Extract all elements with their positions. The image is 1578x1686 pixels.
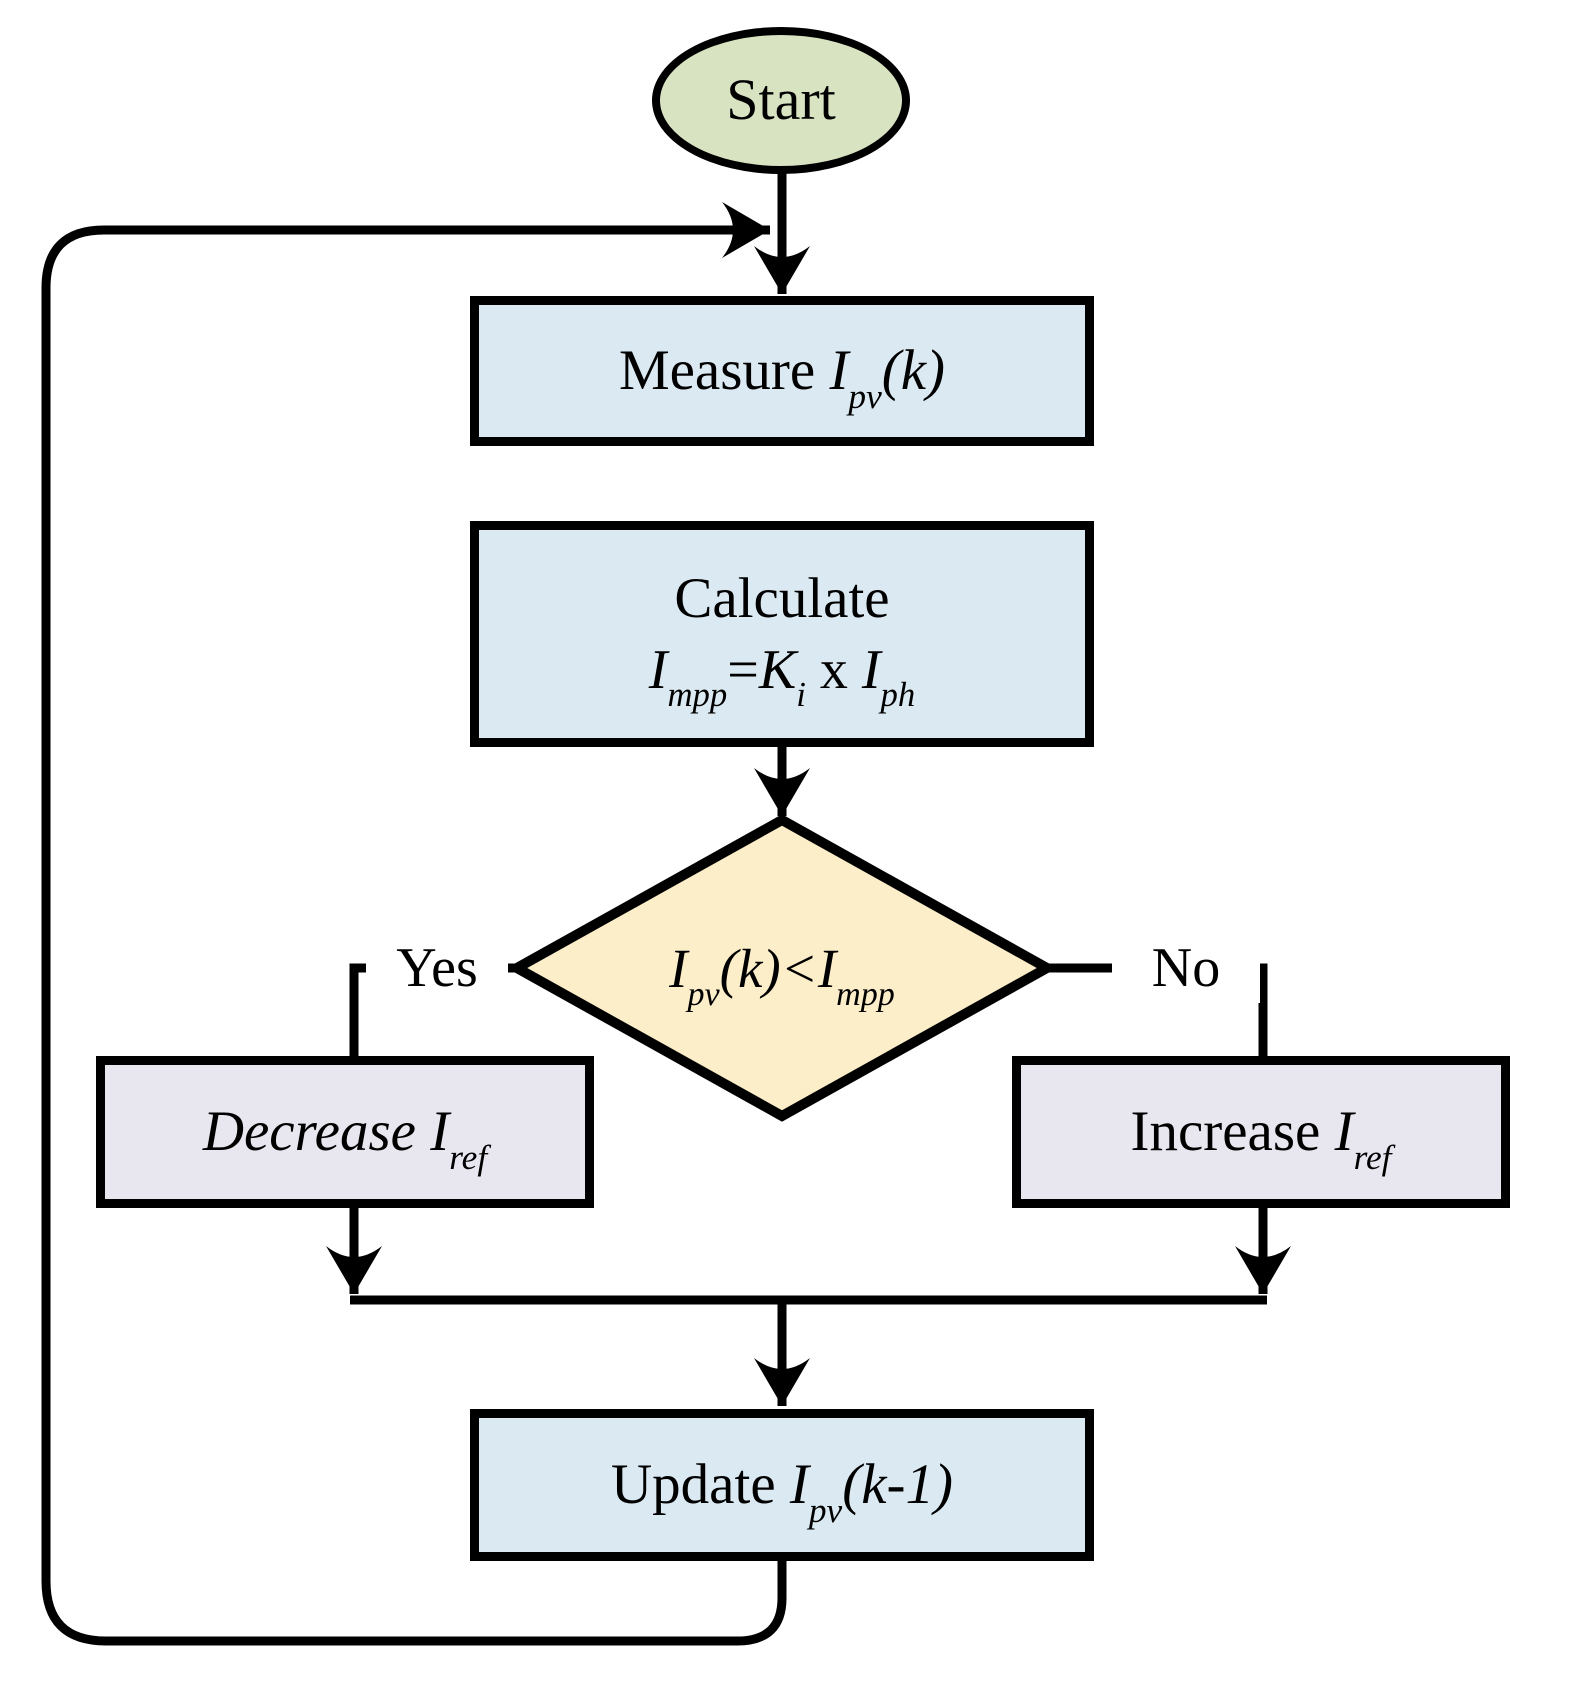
increase-box: Increase Iref (1012, 1056, 1510, 1208)
no-label: No (1112, 933, 1260, 1003)
calculate-title: Calculate (674, 567, 890, 631)
decrease-label: Decrease Iref (202, 1100, 488, 1177)
decision-diamond (506, 814, 1058, 1122)
start-node: Start (652, 27, 910, 174)
decision-label: Ipv(k)<Impp (669, 937, 895, 1013)
update-label: Update Ipv(k-1) (611, 1453, 953, 1530)
increase-label: Increase Iref (1130, 1100, 1392, 1177)
update-box: Update Ipv(k-1) (470, 1409, 1094, 1561)
yes-label: Yes (366, 933, 508, 1003)
calculate-equation: Impp=Ki x Iph (648, 638, 916, 714)
measure-label: Measure Ipv(k) (618, 339, 946, 416)
decrease-box: Decrease Iref (96, 1056, 594, 1208)
edge-feedback-loop (41, 202, 787, 1646)
start-label: Start (726, 67, 836, 133)
measure-box: Measure Ipv(k) (470, 296, 1094, 446)
calculate-box: Calculate Impp=Ki x Iph (470, 521, 1094, 747)
